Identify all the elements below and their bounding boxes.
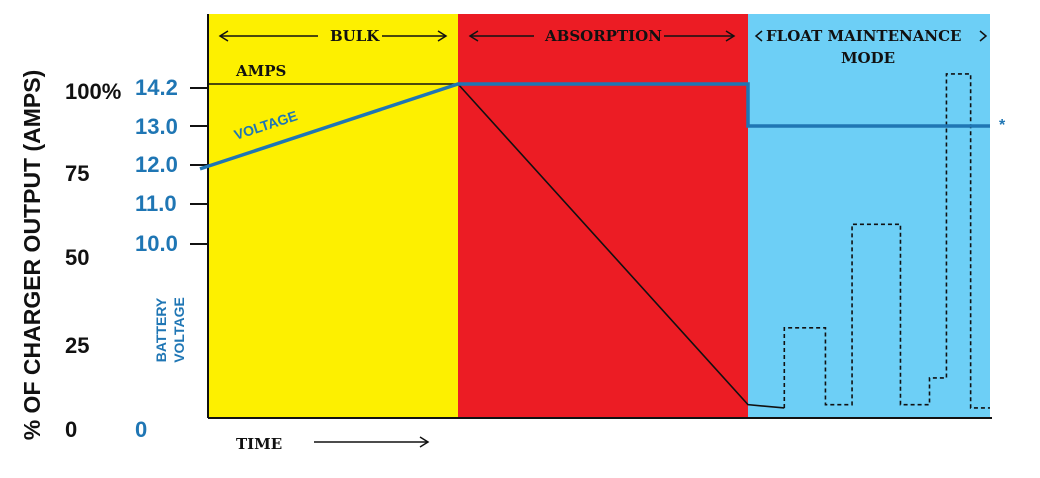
bulk-phase-region: [208, 14, 458, 418]
amps-series-line: [208, 83, 785, 409]
voltage-tick-label: 12.0: [135, 152, 178, 177]
battery-voltage-label: BATTERY: [153, 297, 169, 362]
voltage-tick-label: 11.0: [135, 191, 177, 216]
float-voltage-marker: *: [999, 117, 1006, 134]
y-axis-title: % OF CHARGER OUTPUT (AMPS): [19, 70, 45, 441]
x-axis-title: TIME: [236, 435, 282, 453]
amps-tick-label: 0: [65, 417, 77, 442]
voltage-tick-label: 13.0: [135, 114, 178, 139]
float-phase-label: FLOAT MAINTENANCE: [766, 27, 961, 45]
amps-tick-label: 75: [65, 161, 89, 186]
absorption-header: ABSORPTION: [468, 27, 736, 45]
bulk-phase-label: BULK: [330, 27, 380, 45]
amps-tick-label: 25: [65, 333, 89, 358]
float-phase-label: MODE: [841, 49, 895, 67]
bulk-header: BULK: [218, 27, 448, 45]
float-header: FLOAT MAINTENANCE MODE: [754, 27, 988, 67]
float-pulse-line: [783, 73, 990, 409]
voltage-tick-label: 10.0: [135, 231, 178, 256]
amps-series-label: AMPS: [235, 62, 286, 80]
voltage-series-line: [199, 82, 990, 171]
absorption-phase-label: ABSORPTION: [544, 27, 662, 45]
time-arrow-icon: [314, 436, 430, 448]
battery-voltage-label: VOLTAGE: [171, 297, 187, 363]
float-phase-region: [748, 14, 990, 418]
voltage-tick-label: 0: [135, 417, 147, 442]
voltage-tick-label: 14.2: [135, 75, 178, 100]
amps-tick-label: 50: [65, 245, 89, 270]
amps-tick-label: 100%: [65, 79, 121, 104]
